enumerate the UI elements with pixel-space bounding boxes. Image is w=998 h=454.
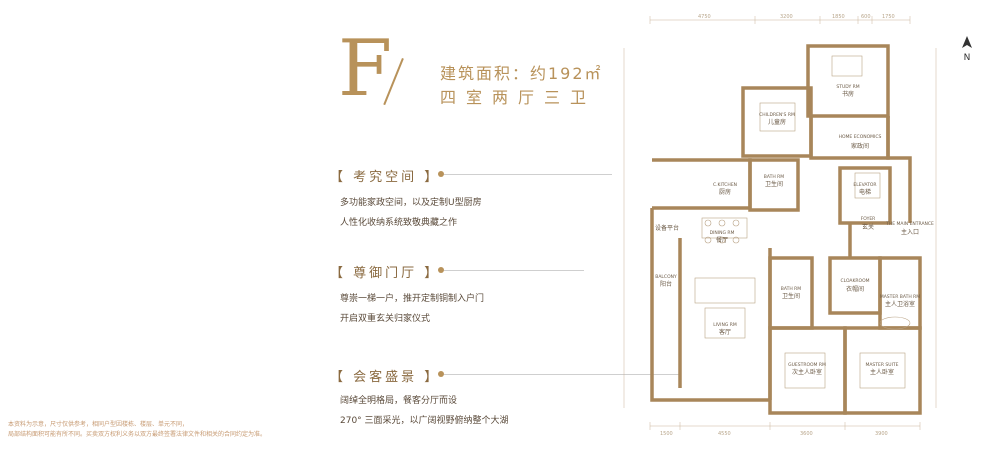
section-title-space: 【 考究空间 】 <box>330 170 441 185</box>
dim-top-5: 1750 <box>882 14 895 20</box>
dim-top-1: 4750 <box>698 14 711 20</box>
room-cn-master-suite: 主人卧室 <box>870 368 894 376</box>
callout-line <box>444 270 584 271</box>
desc-line: 尊崇一梯一户，推开定制铜制入户门 <box>340 294 485 304</box>
room-cn-bath1: 卫生间 <box>765 180 783 188</box>
room-en-balcony: BALCONY <box>655 274 677 280</box>
desc-line: 开启双重玄关归家仪式 <box>340 314 431 324</box>
callout-dot <box>438 171 444 177</box>
room-cn-equipment: 设备平台 <box>655 224 679 232</box>
room-en-bath1: BATH RM <box>764 174 785 180</box>
callout-dot <box>438 371 444 377</box>
room-cn-bath2: 卫生间 <box>782 292 800 300</box>
desc-line: 多功能家政空间，以及定制U型厨房 <box>340 198 482 208</box>
room-en-master-suite: MASTER SUITE <box>865 362 898 368</box>
desc-line: 人性化收纳系统致敬典藏之作 <box>340 218 458 228</box>
room-en-bath2: BATH RM <box>781 286 802 292</box>
fixtures <box>694 55 911 389</box>
room-cn-elevator: 电梯 <box>859 188 871 196</box>
room-cn-living: 客厅 <box>719 328 731 336</box>
room-cn-cloakroom: 衣帽间 <box>846 285 864 293</box>
bottom-dimension-lines <box>649 422 921 430</box>
dim-top-3: 1850 <box>832 14 845 20</box>
room-cn-balcony: 阳台 <box>660 280 672 288</box>
section-desc-living: 阔绰全明格局，餐客分厅而设 270° 三面采光，以广阔视野俯纳整个大湖 <box>340 391 509 431</box>
floor-plan: 4750 3200 1850 600 1750 1500 4550 3600 3… <box>623 14 937 437</box>
room-cn-dining: 餐厅 <box>716 236 728 244</box>
north-label: N <box>963 53 971 63</box>
room-en-study: STUDY RM <box>836 84 859 90</box>
room-cn-kitchen: 厨房 <box>719 188 731 196</box>
room-cn-foyer: 玄关 <box>862 223 874 231</box>
room-en-living: LIVING RM <box>713 322 737 328</box>
disclaimer-footnote: 本资料为示意，尺寸仅供参考，相同户型因楼栋、楼层、单元不同， 局部结构面积可能有… <box>8 420 266 440</box>
dim-bottom-2: 4550 <box>718 431 731 437</box>
unit-letter: F <box>338 24 393 114</box>
dim-top-4: 600 <box>861 14 871 20</box>
top-dimension-lines <box>649 16 911 24</box>
dim-bottom-3: 3600 <box>800 431 813 437</box>
section-title-living: 【 会客盛景 】 <box>330 370 441 385</box>
layout-type-text: 四室两厅三卫 <box>440 88 597 107</box>
room-cn-main-entrance: 主入口 <box>901 228 919 236</box>
room-cn-master-bath: 主人卫浴室 <box>885 300 915 308</box>
room-cn-children: 儿童房 <box>768 118 786 126</box>
room-en-cloakroom: CLOAKROOM <box>840 278 869 284</box>
section-desc-space: 多功能家政空间，以及定制U型厨房 人性化收纳系统致敬典藏之作 <box>340 193 482 233</box>
side-dimension-lines <box>623 48 937 408</box>
room-en-main-entrance: THE MAIN ENTRANCE <box>885 221 934 227</box>
room-en-elevator: ELEVATOR <box>853 182 876 188</box>
room-cn-home-econ: 家政间 <box>851 142 869 150</box>
room-en-guest: GUESTROOM RM <box>788 362 826 368</box>
dim-bottom-4: 3900 <box>875 431 888 437</box>
footnote-line: 局部结构面积可能有所不同。买卖双方权利义务以双方最终签署法律文件和相关的合同约定… <box>8 431 267 438</box>
footnote-line: 本资料为示意，尺寸仅供参考，相同户型因楼栋、楼层、单元不同， <box>8 421 189 428</box>
room-en-master-bath: MASTER BATH RM <box>880 294 920 300</box>
walls <box>650 44 922 415</box>
dim-bottom-1: 1500 <box>660 431 673 437</box>
room-en-kitchen: C.KITCHEN <box>713 182 737 188</box>
desc-line: 270° 三面采光，以广阔视野俯纳整个大湖 <box>340 416 509 426</box>
room-en-dining: DINING RM <box>710 230 735 236</box>
room-en-children: CHILDREN'S RM <box>759 112 795 118</box>
north-arrow-icon <box>962 36 972 48</box>
dim-top-2: 3200 <box>780 14 793 20</box>
room-cn-study: 书房 <box>842 90 854 98</box>
room-cn-guest: 次主人卧室 <box>792 368 822 376</box>
desc-line: 阔绰全明格局，餐客分厅而设 <box>340 396 458 406</box>
room-en-home-econ: HOME ECONOMICS <box>839 134 882 140</box>
section-title-foyer: 【 尊御门厅 】 <box>330 266 441 281</box>
north-compass: N <box>960 34 974 63</box>
callout-line <box>444 374 680 375</box>
room-en-foyer: FOYER <box>861 216 876 222</box>
floor-area-text: 建筑面积：约192㎡ <box>440 64 603 83</box>
section-desc-foyer: 尊崇一梯一户，推开定制铜制入户门 开启双重玄关归家仪式 <box>340 289 484 329</box>
callout-line <box>444 174 612 175</box>
callout-dot <box>438 267 444 273</box>
